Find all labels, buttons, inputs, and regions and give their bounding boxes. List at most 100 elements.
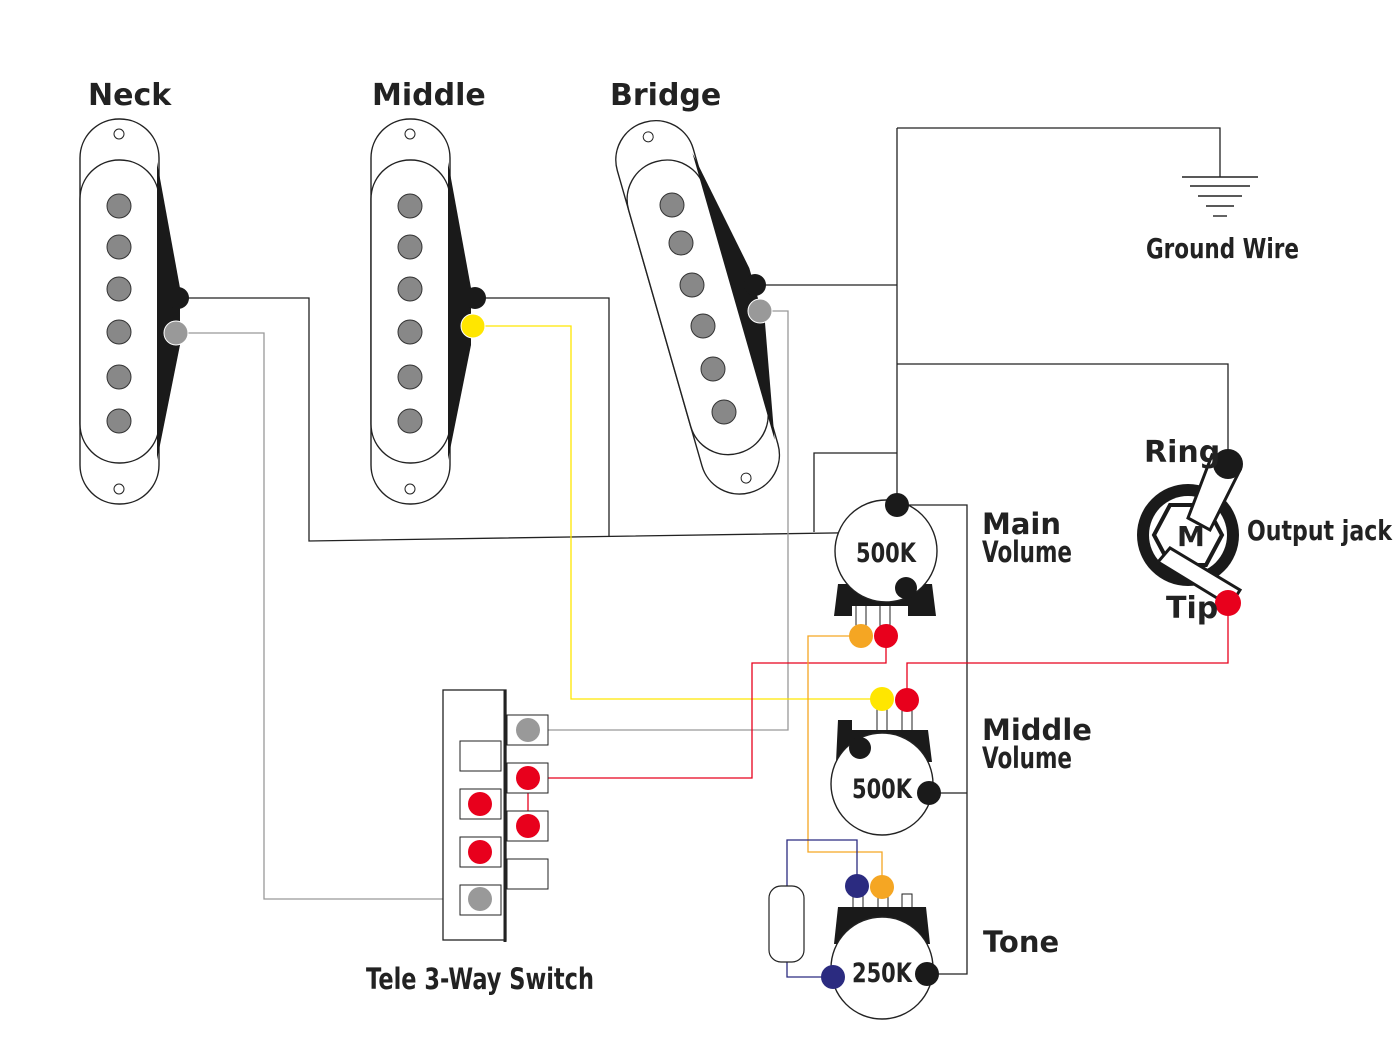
switch-gray-terminal-top [516,718,540,742]
neck-mounting-hole-top [113,128,125,140]
neck-pole-1 [106,193,132,219]
middle-volume-yellow-terminal [870,687,894,711]
bridge-pole-4 [690,313,716,339]
main-volume-red-terminal [874,624,898,648]
tele-3-way-switch [442,689,549,942]
middle-pole-4 [397,319,423,345]
neck-pole-2 [106,234,132,260]
jack-tip-lug [1155,546,1243,609]
switch-ground-wire [813,452,897,532]
middle-volume-side-terminal [917,781,941,805]
switch-to-main-volume-wire [528,636,887,779]
switch-red-terminal-right-1 [516,766,540,790]
middle-ground-wire [475,297,610,537]
tone-navy-side-terminal [821,965,845,989]
bridge-hot-wire [528,310,789,731]
middle-volume-red-terminal [895,688,919,712]
wires [176,127,1229,978]
neck-ground-wire [178,297,898,542]
middle-volume-pot [830,687,941,836]
neck-gray-terminal [163,320,189,346]
main-volume-to-tone-wire [807,635,883,887]
bridge-pole-6 [711,399,737,425]
jack-letter: M [1177,520,1205,553]
tone-value: 250K [852,958,913,989]
middle-pole-3 [397,276,423,302]
bridge-mounting-hole-top [642,131,654,143]
switch-red-terminal-left-2 [468,840,492,864]
neck-label: Neck [88,78,172,113]
middle-pole-5 [397,364,423,390]
middle-pole-pieces [397,193,423,434]
switch-lug-left-1 [459,740,502,772]
main-volume-top-terminal [885,493,909,517]
neck-pole-5 [106,364,132,390]
capacitor-top-wire [786,839,858,886]
middle-mounting-hole-top [404,128,416,140]
jack-tip-terminal [1215,590,1241,616]
neck-mounting-hole-bottom [113,483,125,495]
output-jack-label: Output jack [1247,514,1393,547]
bridge-gray-terminal [747,298,773,324]
ring-ground-wire [897,363,1229,464]
neck-pole-pieces [106,193,132,434]
ground-wire-to-symbol [897,127,1221,177]
switch-label: Tele 3-Way Switch [366,962,594,996]
middle-pole-6 [397,408,423,434]
pot-ground-bus [897,504,968,975]
middle-pickup [370,118,486,505]
main-volume-label-line-1: Main [982,507,1061,541]
bridge-pickup [615,119,781,495]
ground-symbol [1182,176,1258,217]
neck-pickup-bobbin [157,162,180,460]
main-volume-body [834,499,938,603]
ring-label: Ring [1144,435,1220,470]
middle-volume-to-tip-wire [906,603,1229,700]
tone-pot [821,874,939,1020]
neck-pickup [79,118,189,505]
main-volume-orange-terminal [849,624,873,648]
middle-pole-2 [397,234,423,260]
tone-orange-terminal [870,875,894,899]
bridge-pole-3 [679,272,705,298]
switch-red-terminal-left-1 [468,792,492,816]
bridge-pole-1 [659,192,685,218]
main-volume-back-terminal [895,577,917,599]
main-volume-value: 500K [856,538,917,569]
middle-hot-wire [473,325,882,700]
middle-pickup-bobbin [448,162,471,460]
bridge-pole-2 [668,230,694,256]
middle-volume-label-line-1: Middle [982,713,1092,747]
capacitor [768,885,805,963]
middle-volume-back-terminal [849,737,871,759]
middle-yellow-terminal [460,313,486,339]
neck-pole-3 [106,276,132,302]
middle-mounting-hole-bottom [404,483,416,495]
labels: Neck Middle Bridge Ground Wire Ring Tip … [88,78,1393,996]
switch-red-terminal-right-2 [516,814,540,838]
neck-hot-wire [176,332,480,900]
middle-volume-label-line-2: Volume [982,741,1072,775]
bridge-label: Bridge [610,78,721,113]
neck-pole-6 [106,408,132,434]
bridge-mounting-hole-bottom [740,472,752,484]
bridge-pole-5 [700,356,726,382]
neck-black-terminal [167,287,189,309]
jack-ring-terminal [1213,449,1243,479]
main-volume-label-line-2: Volume [982,535,1072,569]
bridge-pickup-bobbin [692,153,775,440]
capacitor-body [768,885,805,963]
tone-navy-terminal [845,874,869,898]
middle-volume-value: 500K [852,774,913,805]
tip-label: Tip [1166,591,1218,626]
output-jack [1137,449,1243,616]
capacitor-bottom-wire [786,962,833,978]
middle-black-terminal [464,287,486,309]
main-volume-pot [834,493,938,648]
bridge-black-terminal [744,274,766,296]
tone-black-side-terminal [915,962,939,986]
middle-label: Middle [372,78,486,113]
ground-wire-label: Ground Wire [1146,232,1299,265]
neck-pole-4 [106,319,132,345]
